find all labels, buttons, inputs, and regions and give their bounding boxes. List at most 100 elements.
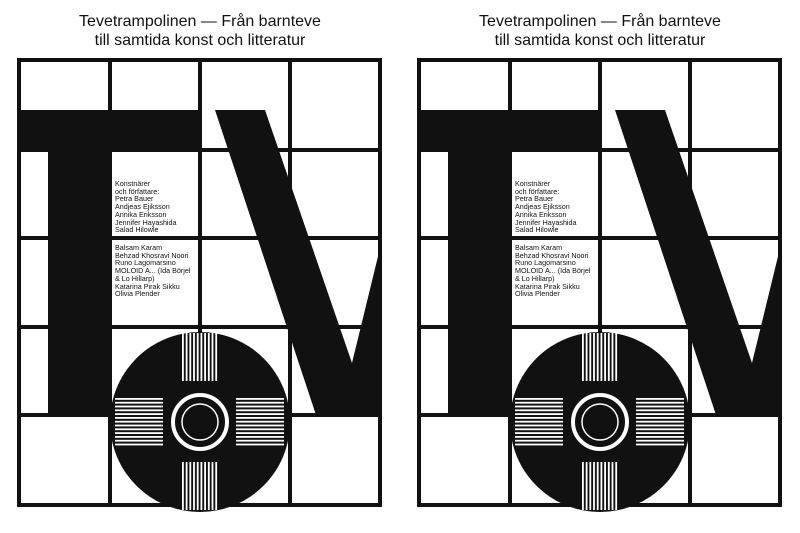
center-inner-ring xyxy=(181,403,219,441)
credit-line: Konstnärer xyxy=(115,179,151,188)
stripe xyxy=(615,333,618,381)
stripe xyxy=(115,443,163,446)
stripe xyxy=(515,413,563,415)
credit-line: och författare: xyxy=(515,186,560,196)
bars-bottom xyxy=(182,462,218,510)
stripe xyxy=(182,462,184,510)
stripe xyxy=(515,405,563,408)
stripe xyxy=(236,417,284,419)
stripe xyxy=(607,333,610,381)
title-line-1: Tevetrampolinen — Från barnteve xyxy=(479,13,721,30)
poster-title: Tevetrampolinen — Från barnteve till sam… xyxy=(400,12,800,50)
stripe xyxy=(115,420,163,423)
stripe xyxy=(515,398,563,400)
credit-line: Andjeas Ejiksson xyxy=(515,202,570,212)
stripe xyxy=(636,413,684,415)
stripe xyxy=(204,333,206,381)
credit-line: och författare: xyxy=(115,186,160,196)
stripe xyxy=(636,428,684,431)
stripe xyxy=(636,398,684,400)
credit-line: Katarina Pirak Sikku xyxy=(515,281,580,291)
stripe xyxy=(236,436,284,438)
stripe xyxy=(115,424,163,427)
stripe xyxy=(593,462,595,510)
stripe xyxy=(207,333,210,381)
stripe xyxy=(636,420,684,423)
credit-line: MOLOID A... (Ida Börjel xyxy=(515,266,591,276)
stripe xyxy=(515,401,563,404)
stripe xyxy=(615,462,618,510)
stripe xyxy=(115,398,163,400)
bars-top xyxy=(182,333,218,381)
credit-line: Salad Hilowle xyxy=(515,225,559,235)
stripe xyxy=(636,417,684,419)
bars-bottom xyxy=(582,462,618,510)
poster-artwork xyxy=(17,58,382,512)
stripe xyxy=(596,333,599,381)
stripe xyxy=(200,462,203,510)
stripe xyxy=(515,420,563,423)
stripe xyxy=(515,428,563,431)
stripe xyxy=(607,462,610,510)
stripe xyxy=(515,409,563,412)
center-inner-ring xyxy=(581,403,619,441)
stripe xyxy=(115,439,163,442)
stripe xyxy=(515,424,563,427)
stripe xyxy=(115,413,163,415)
stripe xyxy=(196,462,199,510)
credit-line: Runo Lagomarsino xyxy=(115,258,176,268)
letter-v xyxy=(615,110,782,415)
stripe xyxy=(636,405,684,408)
credit-line: Petra Bauer xyxy=(115,194,154,204)
credit-line: Jennifer Hayashida xyxy=(115,217,177,227)
stripe xyxy=(515,439,563,442)
letter-t-stem xyxy=(48,110,108,415)
credit-line: Behzad Khosravi Noori xyxy=(115,250,189,260)
stripe xyxy=(189,462,192,510)
stripe xyxy=(115,432,163,434)
stripe xyxy=(193,333,195,381)
stripe xyxy=(582,333,584,381)
stripe xyxy=(582,462,584,510)
bars-top xyxy=(582,333,618,381)
stripe xyxy=(204,462,206,510)
credit-line: & Lo Hillarp) xyxy=(515,273,555,283)
stripe xyxy=(636,443,684,446)
stripe xyxy=(236,401,284,404)
bars-right xyxy=(636,398,684,446)
bars-left xyxy=(515,398,563,446)
stripe xyxy=(185,333,188,381)
stripe xyxy=(115,436,163,438)
stripe xyxy=(604,333,606,381)
credit-line: Katarina Pirak Sikku xyxy=(115,281,180,291)
stripe xyxy=(611,333,614,381)
stripe xyxy=(236,428,284,431)
stripe xyxy=(636,436,684,438)
stripe xyxy=(193,462,195,510)
credit-line: Annika Eriksson xyxy=(115,209,167,219)
credit-line: Balsam Karam xyxy=(515,243,563,252)
poster-title: Tevetrampolinen — Från barnteve till sam… xyxy=(0,12,400,50)
credit-line: Behzad Khosravi Noori xyxy=(515,250,589,260)
stripe xyxy=(200,333,203,381)
stripe xyxy=(589,333,592,381)
stripe xyxy=(115,417,163,419)
test-card-disc xyxy=(110,332,290,512)
stripe xyxy=(600,462,603,510)
letter-v xyxy=(215,110,382,415)
title-line-2: till samtida konst och litteratur xyxy=(94,32,306,49)
stripe xyxy=(515,417,563,419)
center-ring xyxy=(571,393,629,451)
credit-line: Andjeas Ejiksson xyxy=(115,202,170,212)
credit-line: & Lo Hillarp) xyxy=(115,273,155,283)
stripe xyxy=(115,409,163,412)
credit-line: Jennifer Hayashida xyxy=(515,217,577,227)
stripe xyxy=(636,432,684,434)
title-line-2: till samtida konst och litteratur xyxy=(494,32,706,49)
stripe xyxy=(215,333,218,381)
bars-right xyxy=(236,398,284,446)
credit-line: Runo Lagomarsino xyxy=(515,258,576,268)
poster-artwork xyxy=(417,58,782,512)
credit-line: MOLOID A... (Ida Börjel xyxy=(115,266,191,276)
